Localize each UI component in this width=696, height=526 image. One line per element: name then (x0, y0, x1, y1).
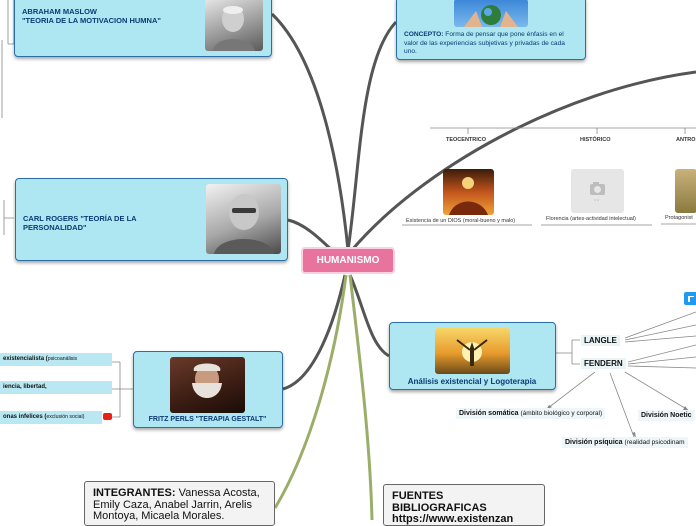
fendern-label[interactable]: FENDERN (581, 358, 626, 369)
maslow-node[interactable]: ABRAHAM MASLOW "TEORIA DE LA MOTIVACION … (14, 0, 272, 57)
antro-caption: Protagonist (665, 215, 693, 221)
historico-image-placeholder (571, 169, 624, 213)
fuentes-label: FUENTES BIBLIOGRAFICAS (392, 490, 487, 514)
concepto-body: Forma de pensar que pone énfasis en el v… (404, 31, 565, 55)
division-psiquica[interactable]: División psíquica (realidad psicodinam (562, 437, 688, 448)
youtube-icon[interactable] (103, 413, 112, 424)
integrantes-text: Vanessa Acosta, Emily Caza, Anabel Jarri… (93, 487, 260, 522)
perls-item-1-rest: psicoanálisis (47, 356, 78, 362)
perls-photo (170, 357, 245, 413)
logoterapia-title: Análisis existencial y Logoterapia (407, 377, 537, 386)
antro-photo (675, 169, 696, 213)
hands-globe-photo (454, 0, 528, 27)
teocentrico-caption: Existencia de un DIOS (moral-bueno y mal… (406, 218, 516, 224)
perls-item-1[interactable]: existencialista (psicoanálisis (0, 353, 112, 366)
division-psiquica-rest: (realidad psicodinam (624, 439, 685, 446)
division-somatica-rest: (ámbito biológico y corporal) (520, 410, 603, 417)
division-noetica[interactable]: División Noetic (638, 410, 695, 421)
rogers-title: CARL ROGERS "TEORÍA DE LA PERSONALIDAD" (23, 214, 137, 232)
perls-item-2[interactable]: iencia, libertad, (0, 381, 112, 394)
division-psiquica-bold: División psíquica (565, 439, 623, 446)
division-somatica[interactable]: División somática (ámbito biológico y co… (456, 408, 606, 419)
rogers-node[interactable]: CARL ROGERS "TEORÍA DE LA PERSONALIDAD" (15, 178, 288, 261)
fuentes-url[interactable]: https://www.existenzan (392, 514, 514, 525)
center-topic[interactable]: HUMANISMO (301, 247, 395, 274)
division-somatica-bold: División somática (459, 410, 519, 417)
maslow-title-line1: ABRAHAM MASLOW (22, 7, 97, 16)
perls-item-2-bold: iencia, libertad, (3, 384, 47, 390)
perls-title: FRITZ PERLS "TERAPIA GESTALT" (148, 416, 267, 423)
sunset-person-photo (435, 328, 510, 374)
perls-node[interactable]: FRITZ PERLS "TERAPIA GESTALT" (133, 351, 283, 428)
twitter-icon[interactable] (684, 292, 696, 305)
rogers-photo (206, 184, 281, 254)
perls-item-1-bold: existencialista ( (3, 356, 48, 362)
fuentes-box[interactable]: FUENTES BIBLIOGRAFICAS https://www.exist… (383, 484, 545, 526)
integrantes-label: INTEGRANTES: (93, 487, 176, 499)
historico-caption: Florencia (artes-actividad intelectual) (546, 216, 636, 222)
perls-item-3-rest: exclusión social) (46, 414, 85, 420)
langle-label[interactable]: LANGLE (581, 335, 620, 346)
maslow-title-line2: "TEORIA DE LA MOTIVACION HUMNA" (22, 16, 161, 25)
header-antro: ANTRO (676, 137, 696, 143)
perls-item-3-bold: onas infelices ( (3, 414, 47, 420)
division-noetica-bold: División Noetic (641, 412, 692, 419)
teocentrico-photo (443, 169, 494, 215)
concepto-node[interactable]: CONCEPTO: Forma de pensar que pone énfas… (396, 0, 586, 60)
maslow-photo (205, 0, 263, 51)
header-historico: HISTÓRICO (580, 137, 611, 143)
header-teocentrico: TEOCENTRICO (446, 137, 487, 143)
concepto-label: CONCEPTO: (404, 31, 444, 38)
integrantes-box[interactable]: INTEGRANTES: Vanessa Acosta, Emily Caza,… (84, 481, 275, 526)
camera-icon (590, 182, 605, 201)
perls-item-3[interactable]: onas infelices (exclusión social) (0, 411, 102, 424)
logoterapia-node[interactable]: Análisis existencial y Logoterapia (389, 322, 556, 390)
concepto-text: CONCEPTO: Forma de pensar que pone énfas… (404, 31, 579, 57)
